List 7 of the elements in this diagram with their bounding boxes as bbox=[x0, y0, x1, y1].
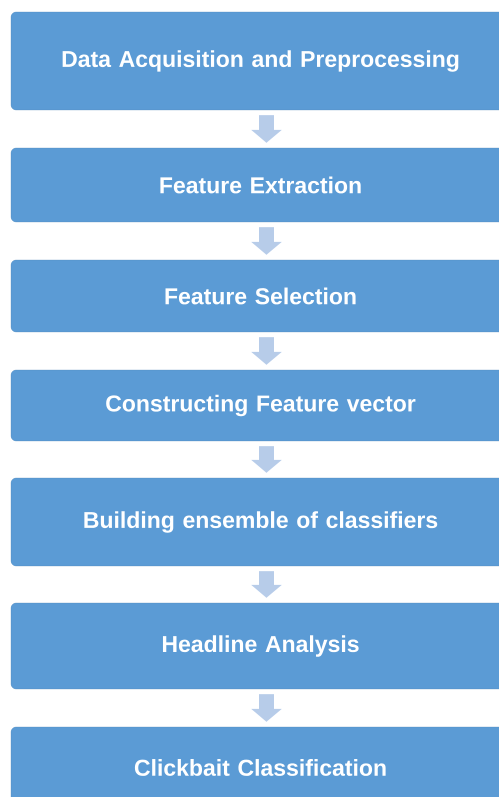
process-box: Data Acquisition and Preprocessing bbox=[10, 12, 499, 110]
process-box: Clickbait Classification bbox=[10, 726, 499, 797]
process-box: Building ensemble of classifiers bbox=[10, 478, 499, 566]
process-box: Headline Analysis bbox=[10, 602, 499, 690]
process-box: Feature Extraction bbox=[10, 148, 499, 222]
process-box: Constructing Feature vector bbox=[10, 370, 499, 442]
process-box: Feature Selection bbox=[10, 260, 499, 332]
